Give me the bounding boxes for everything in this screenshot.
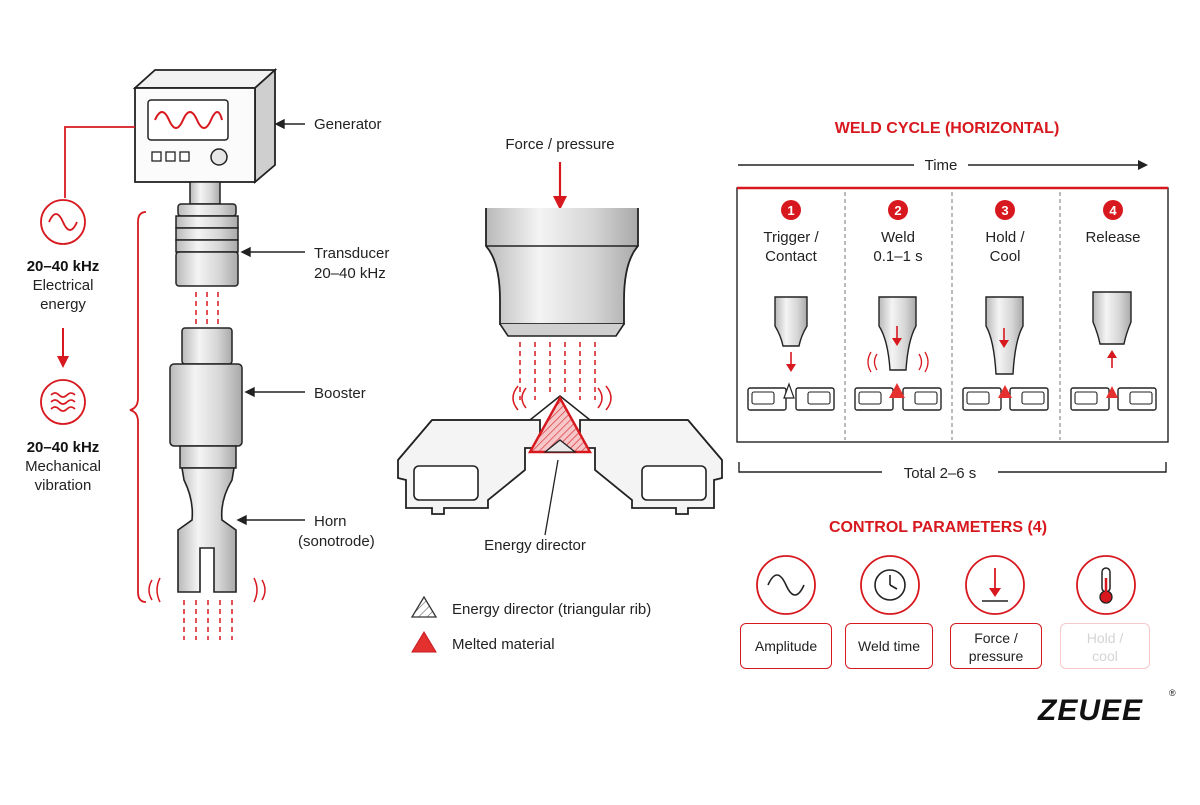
knob-icon bbox=[210, 148, 228, 166]
mechanical-line2: Mechanical bbox=[25, 458, 101, 475]
param-hold-line2: cool bbox=[1092, 648, 1118, 664]
callouts bbox=[236, 118, 305, 526]
generator-label: Generator bbox=[314, 116, 382, 133]
down-arrow-force-icon bbox=[982, 568, 1008, 602]
mechanical-freq: 20–40 kHz bbox=[27, 439, 100, 456]
time-axis bbox=[738, 160, 1148, 170]
generator-unit bbox=[132, 67, 278, 184]
param-force-pressure: Force / pressure bbox=[950, 623, 1042, 669]
param-icon-force bbox=[965, 555, 1025, 615]
param-amplitude: Amplitude bbox=[740, 623, 832, 669]
param-hold-cool: Hold / cool bbox=[1060, 623, 1150, 669]
brand-text: ZEUEE bbox=[1037, 694, 1143, 727]
param-force-line2: pressure bbox=[968, 648, 1024, 664]
thermometer-icon bbox=[1099, 567, 1113, 604]
electrical-line2: Electrical bbox=[33, 277, 94, 294]
step-1-line1: Trigger / bbox=[763, 229, 819, 246]
step-2: 2 Weld 0.1–1 s bbox=[873, 200, 923, 265]
step-3-line2: Cool bbox=[990, 248, 1021, 265]
legend-melted-material: Melted material bbox=[452, 636, 555, 653]
step-4-num: 4 bbox=[1109, 203, 1117, 218]
param-force-line1: Force / bbox=[974, 630, 1018, 646]
energy-director-triangle bbox=[527, 395, 593, 454]
param-icon-amplitude bbox=[756, 555, 816, 615]
stack-brace bbox=[129, 211, 147, 603]
force-label: Force / pressure bbox=[505, 136, 614, 153]
energy-director-label: Energy director bbox=[484, 537, 586, 554]
electrical-energy-icon bbox=[40, 199, 86, 245]
param-amplitude-label: Amplitude bbox=[754, 638, 818, 654]
step-2-line1: Weld bbox=[881, 229, 915, 246]
param-weld-time-label: Weld time bbox=[858, 638, 920, 654]
param-weld-time: Weld time bbox=[845, 623, 933, 669]
step-2-line2: 0.1–1 s bbox=[873, 248, 922, 265]
red-triangle-icon bbox=[411, 631, 437, 653]
step-1-line2: Contact bbox=[765, 248, 818, 265]
param-icon-hold bbox=[1076, 555, 1136, 615]
brand-mark: ® bbox=[1169, 688, 1176, 698]
brand-logo: ZEUEE ® bbox=[1037, 688, 1176, 727]
total-label: Total 2–6 s bbox=[904, 465, 977, 482]
legend: Energy director (triangular rib) Melted … bbox=[410, 595, 651, 653]
param-icon-weld-time bbox=[860, 555, 920, 615]
sine-wave-icon bbox=[767, 574, 805, 596]
time-label: Time bbox=[925, 157, 958, 174]
transducer-label-2: 20–40 kHz bbox=[314, 265, 386, 282]
step-2-num: 2 bbox=[894, 203, 901, 218]
conversion-arrow-icon bbox=[57, 328, 69, 368]
step-3: 3 Hold / Cool bbox=[985, 200, 1025, 265]
workpiece-parts bbox=[397, 394, 723, 515]
hatched-triangle-icon bbox=[410, 595, 438, 618]
horn-tip bbox=[485, 208, 639, 337]
horn-label-1: Horn bbox=[314, 513, 347, 530]
step-4: 4 Release bbox=[1085, 200, 1141, 246]
energy-director-leader bbox=[544, 459, 559, 536]
horn-vibration bbox=[148, 577, 266, 640]
control-title: CONTROL PARAMETERS (4) bbox=[829, 519, 1047, 536]
mechanical-line3: vibration bbox=[35, 477, 92, 494]
weld-vibration bbox=[512, 342, 612, 411]
step-2-illustration bbox=[854, 296, 942, 411]
booster-body bbox=[169, 327, 243, 469]
horn-sonotrode bbox=[177, 467, 237, 593]
step-3-line1: Hold / bbox=[985, 229, 1025, 246]
step-1-illustration bbox=[747, 296, 835, 411]
cable-line bbox=[64, 126, 135, 198]
booster-label: Booster bbox=[314, 385, 366, 402]
force-arrow-icon bbox=[553, 162, 567, 210]
legend-energy-director: Energy director (triangular rib) bbox=[452, 601, 651, 618]
electrical-freq: 20–40 kHz bbox=[27, 258, 100, 275]
param-hold-line1: Hold / bbox=[1086, 630, 1124, 646]
step-4-illustration bbox=[1070, 291, 1157, 411]
transducer-body bbox=[175, 203, 239, 287]
weld-cycle-title: WELD CYCLE (HORIZONTAL) bbox=[835, 120, 1060, 137]
electrical-line3: energy bbox=[40, 296, 86, 313]
step-3-illustration bbox=[962, 296, 1049, 411]
waveform-display-icon bbox=[154, 111, 223, 129]
vibration-lines bbox=[195, 292, 219, 325]
step-1: 1 Trigger / Contact bbox=[763, 200, 819, 265]
total-bracket bbox=[738, 462, 1167, 473]
transducer-label-1: Transducer bbox=[314, 245, 389, 262]
step-1-num: 1 bbox=[787, 203, 794, 218]
mechanical-vibration-icon bbox=[40, 379, 86, 425]
horn-label-2: (sonotrode) bbox=[298, 533, 375, 550]
step-3-num: 3 bbox=[1001, 203, 1008, 218]
clock-icon bbox=[874, 569, 906, 601]
step-4-line1: Release bbox=[1085, 229, 1140, 246]
